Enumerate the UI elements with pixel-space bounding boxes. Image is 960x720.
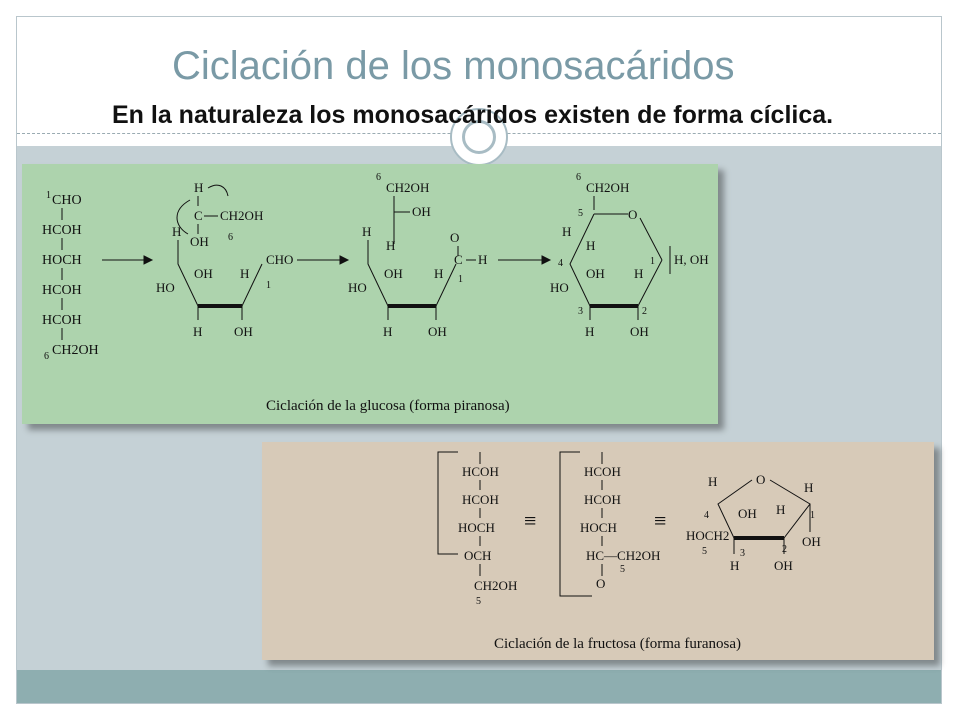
svg-text:5: 5	[476, 596, 481, 607]
svg-text:OH: OH	[194, 266, 213, 281]
slide-subtitle: En la naturaleza los monosacáridos exist…	[112, 101, 834, 129]
svg-text:OH: OH	[428, 324, 447, 339]
svg-text:H: H	[386, 238, 395, 253]
svg-text:≡: ≡	[654, 508, 666, 533]
svg-text:4: 4	[704, 510, 709, 521]
svg-text:OH: OH	[234, 324, 253, 339]
svg-text:H: H	[383, 324, 392, 339]
svg-text:O: O	[596, 576, 605, 591]
svg-text:5: 5	[702, 546, 707, 557]
slide-frame	[16, 16, 942, 704]
svg-text:6: 6	[228, 232, 233, 243]
svg-text:OH: OH	[802, 534, 821, 549]
svg-text:HO: HO	[348, 280, 367, 295]
svg-text:OH: OH	[774, 558, 793, 573]
svg-text:CH2OH: CH2OH	[52, 343, 99, 358]
svg-text:HO: HO	[156, 280, 175, 295]
svg-text:5: 5	[578, 208, 583, 219]
svg-text:CH2OH: CH2OH	[586, 180, 629, 195]
svg-text:HOCH: HOCH	[42, 253, 82, 268]
svg-text:1: 1	[46, 190, 51, 201]
svg-text:H: H	[193, 324, 202, 339]
svg-text:H: H	[708, 474, 717, 489]
svg-text:H: H	[194, 180, 203, 195]
svg-text:H: H	[478, 252, 487, 267]
svg-text:HCOH: HCOH	[42, 283, 82, 298]
svg-text:5: 5	[620, 564, 625, 575]
glucose-caption: Ciclación de la glucosa (forma piranosa)	[266, 398, 510, 414]
svg-text:4: 4	[558, 258, 563, 269]
svg-text:6: 6	[44, 351, 49, 362]
svg-text:2: 2	[642, 306, 647, 317]
fructose-caption: Ciclación de la fructosa (forma furanosa…	[494, 636, 741, 652]
svg-text:OH: OH	[586, 266, 605, 281]
svg-text:CH2OH: CH2OH	[386, 180, 429, 195]
svg-text:H: H	[240, 266, 249, 281]
svg-text:CHO: CHO	[266, 252, 293, 267]
svg-text:HCOH: HCOH	[584, 492, 621, 507]
svg-text:HCOH: HCOH	[584, 464, 621, 479]
svg-text:1: 1	[458, 274, 463, 285]
svg-text:H: H	[730, 558, 739, 573]
svg-text:HCOH: HCOH	[42, 223, 82, 238]
svg-text:HOCH2: HOCH2	[686, 528, 729, 543]
svg-text:CHO: CHO	[52, 193, 82, 208]
svg-text:OCH: OCH	[464, 548, 491, 563]
svg-text:≡: ≡	[524, 508, 536, 533]
svg-text:H: H	[172, 224, 181, 239]
svg-text:HO: HO	[550, 280, 569, 295]
svg-text:OH: OH	[190, 234, 209, 249]
svg-text:CH2OH: CH2OH	[474, 578, 517, 593]
svg-text:6: 6	[376, 172, 381, 183]
svg-text:O: O	[628, 207, 637, 222]
svg-text:H: H	[585, 324, 594, 339]
svg-text:C: C	[194, 208, 203, 223]
svg-text:H: H	[562, 224, 571, 239]
svg-text:CH2OH: CH2OH	[220, 208, 263, 223]
svg-text:H: H	[434, 266, 443, 281]
bottom-band	[17, 670, 941, 703]
svg-text:HOCH: HOCH	[580, 520, 617, 535]
svg-text:HCOH: HCOH	[462, 464, 499, 479]
svg-text:OH: OH	[384, 266, 403, 281]
glucose-cyclization-figure: 1 CHO HCOH HOCH HCOH HCOH 6 CH2OH H C CH…	[22, 164, 718, 424]
svg-text:H: H	[776, 502, 785, 517]
svg-text:C: C	[454, 252, 463, 267]
svg-text:6: 6	[576, 172, 581, 183]
svg-text:3: 3	[578, 306, 583, 317]
svg-text:1: 1	[810, 510, 815, 521]
svg-text:HCOH: HCOH	[42, 313, 82, 328]
fructose-cyclization-figure: HCOH HCOH HOCH OCH CH2OH 5 ≡ HCOH HCOH H…	[262, 442, 934, 660]
svg-text:1: 1	[266, 280, 271, 291]
svg-text:H, OH: H, OH	[674, 252, 709, 267]
svg-text:HCOH: HCOH	[462, 492, 499, 507]
slide-title: Ciclación de los monosacáridos	[172, 44, 735, 88]
svg-text:HC—CH2OH: HC—CH2OH	[586, 548, 660, 563]
svg-text:O: O	[756, 472, 765, 487]
svg-text:HOCH: HOCH	[458, 520, 495, 535]
svg-text:1: 1	[650, 256, 655, 267]
svg-text:H: H	[804, 480, 813, 495]
svg-text:O: O	[450, 230, 459, 245]
svg-text:H: H	[586, 238, 595, 253]
svg-text:OH: OH	[630, 324, 649, 339]
svg-text:OH: OH	[412, 204, 431, 219]
svg-text:3: 3	[740, 548, 745, 559]
svg-text:H: H	[362, 224, 371, 239]
svg-text:H: H	[634, 266, 643, 281]
svg-text:OH: OH	[738, 506, 757, 521]
